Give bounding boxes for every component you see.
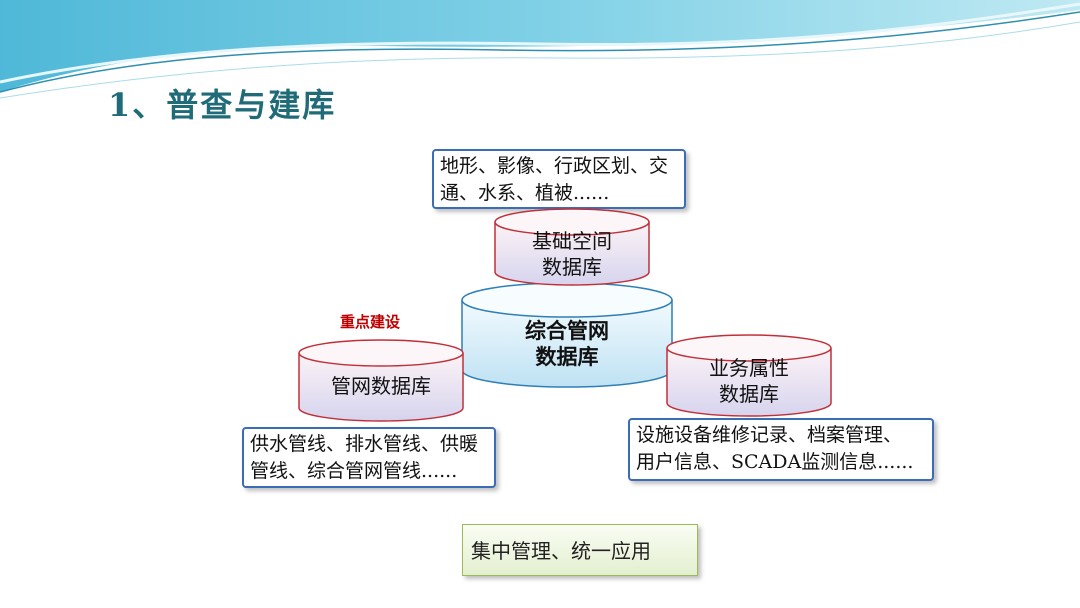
center-cylinder-label: 综合管网 数据库 — [462, 318, 672, 370]
left-note-line1: 供水管线、排水管线、供暖 — [250, 433, 479, 455]
top-note-line1: 地形、影像、行政区划、交 — [440, 155, 669, 177]
key-construction-label: 重点建设 — [340, 313, 401, 331]
top-cylinder-label: 基础空间 数据库 — [495, 228, 649, 280]
left-note-line2: 管线、综合管网管线...... — [250, 460, 458, 482]
top-cylinder-line2: 数据库 — [542, 255, 602, 279]
right-note-box: 设施设备维修记录、档案管理、 用户信息、SCADA监测信息...... — [628, 418, 934, 481]
summary-box: 集中管理、统一应用 — [462, 524, 698, 576]
top-note-line2: 通、水系、植被...... — [440, 182, 610, 204]
left-note-box: 供水管线、排水管线、供暖 管线、综合管网管线...... — [242, 427, 496, 488]
top-note-box: 地形、影像、行政区划、交 通、水系、植被...... — [432, 149, 686, 209]
right-cylinder — [666, 334, 832, 417]
left-cylinder-line1: 管网数据库 — [331, 374, 431, 398]
right-cylinder-label: 业务属性 数据库 — [667, 355, 831, 407]
center-cylinder-line2: 数据库 — [535, 345, 599, 369]
top-cylinder — [494, 208, 650, 286]
left-cylinder-label: 管网数据库 — [299, 373, 463, 399]
right-cylinder-line1: 业务属性 — [709, 356, 789, 380]
right-note-line2: 用户信息、SCADA监测信息...... — [636, 451, 914, 473]
page-title: 1、普查与建库 — [108, 86, 337, 124]
left-cylinder — [298, 339, 464, 422]
center-cylinder — [461, 282, 673, 388]
header-wave-decoration — [0, 0, 1080, 99]
right-cylinder-line2: 数据库 — [719, 382, 779, 406]
center-cylinder-line1: 综合管网 — [525, 319, 609, 343]
right-note-line1: 设施设备维修记录、档案管理、 — [636, 424, 903, 446]
top-cylinder-line1: 基础空间 — [532, 229, 612, 253]
